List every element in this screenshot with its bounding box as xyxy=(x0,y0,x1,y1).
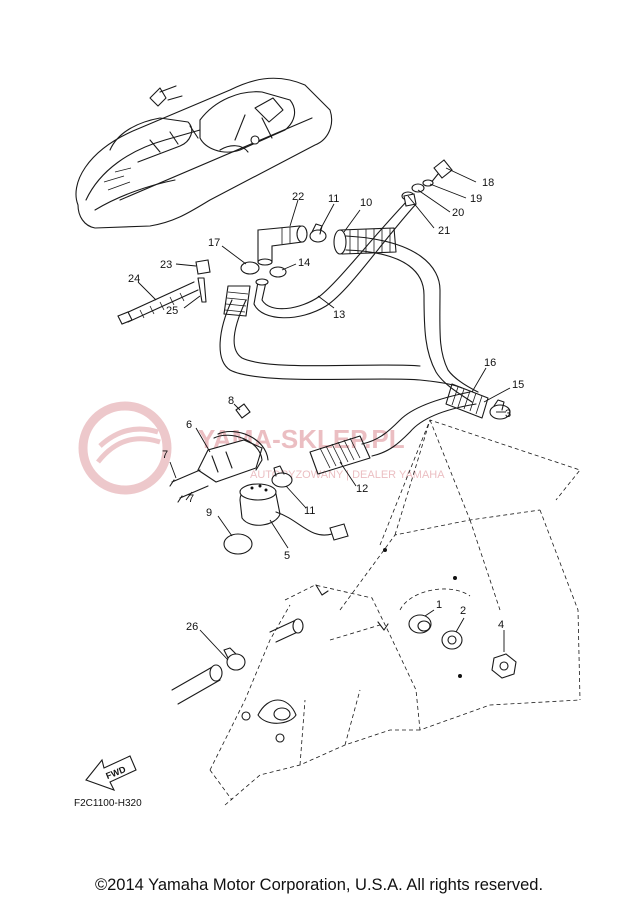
callout-1: 1 xyxy=(436,599,442,611)
callout-18: 18 xyxy=(482,177,494,189)
callout-24: 24 xyxy=(128,273,140,285)
callout-13: 13 xyxy=(333,309,345,321)
callout-2: 2 xyxy=(460,605,466,617)
callout-17: 17 xyxy=(208,237,220,249)
callout-7a: 7 xyxy=(162,449,168,461)
callout-25: 25 xyxy=(166,305,178,317)
callout-10: 10 xyxy=(360,197,372,209)
diagram-code: F2C1100-H320 xyxy=(74,798,142,809)
tie-and-holder-23-25 xyxy=(117,259,211,325)
watermark-tagline: AUTORYZOWANY | DEALER YAMAHA xyxy=(250,469,445,481)
main-hose-16 xyxy=(219,227,489,475)
callout-15: 15 xyxy=(512,379,524,391)
callout-16: 16 xyxy=(484,357,496,369)
watercraft-overview-drawing xyxy=(75,77,333,229)
bilge-pump-assembly xyxy=(169,403,349,555)
callout-22: 22 xyxy=(292,191,304,203)
callout-11a: 11 xyxy=(328,193,339,205)
callout-3: 3 xyxy=(505,408,511,420)
forward-direction-icon: FWD xyxy=(85,755,137,791)
callout-4: 4 xyxy=(498,619,504,631)
fittings-1-2-4 xyxy=(408,614,517,679)
callout-12: 12 xyxy=(356,483,368,495)
callout-7b: 7 xyxy=(188,493,194,505)
pipe-26 xyxy=(171,618,304,705)
callout-labels: 1 2 3 4 5 6 7 7 8 9 10 11 11 12 13 14 15… xyxy=(128,167,524,661)
callout-8: 8 xyxy=(228,395,234,407)
callout-21: 21 xyxy=(438,225,450,237)
callout-11b: 11 xyxy=(304,505,315,517)
fitting-assembly-18-21 xyxy=(401,159,453,207)
callout-26: 26 xyxy=(186,621,198,633)
fitting-22 xyxy=(257,225,308,266)
callout-6: 6 xyxy=(186,419,192,431)
callout-9: 9 xyxy=(206,507,212,519)
callout-14: 14 xyxy=(298,257,310,269)
callout-23: 23 xyxy=(160,259,172,271)
small-hose-13 xyxy=(253,199,417,319)
callout-20: 20 xyxy=(452,207,464,219)
hose-clamps xyxy=(223,223,511,671)
callout-19: 19 xyxy=(470,193,482,205)
callout-5: 5 xyxy=(284,550,290,562)
copyright-footer: ©2014 Yamaha Motor Corporation, U.S.A. A… xyxy=(94,876,544,894)
hull-structure-drawing xyxy=(209,419,581,806)
